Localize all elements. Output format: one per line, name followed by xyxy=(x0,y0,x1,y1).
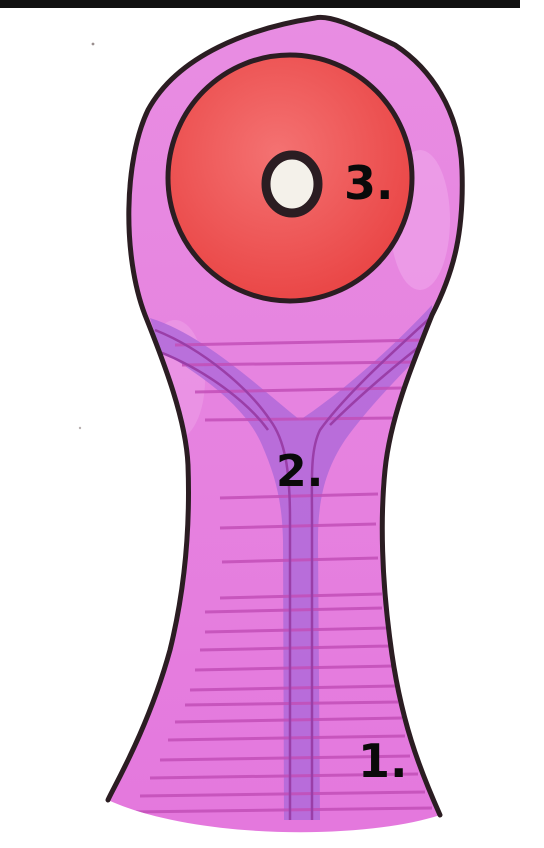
paper-speck xyxy=(92,43,95,46)
label-two: 2. xyxy=(276,446,323,497)
label-one: 1. xyxy=(358,734,407,788)
top-bar xyxy=(0,0,520,8)
paper-speck xyxy=(79,427,81,429)
label-three: 3. xyxy=(344,156,393,210)
disc-hole xyxy=(266,155,318,213)
